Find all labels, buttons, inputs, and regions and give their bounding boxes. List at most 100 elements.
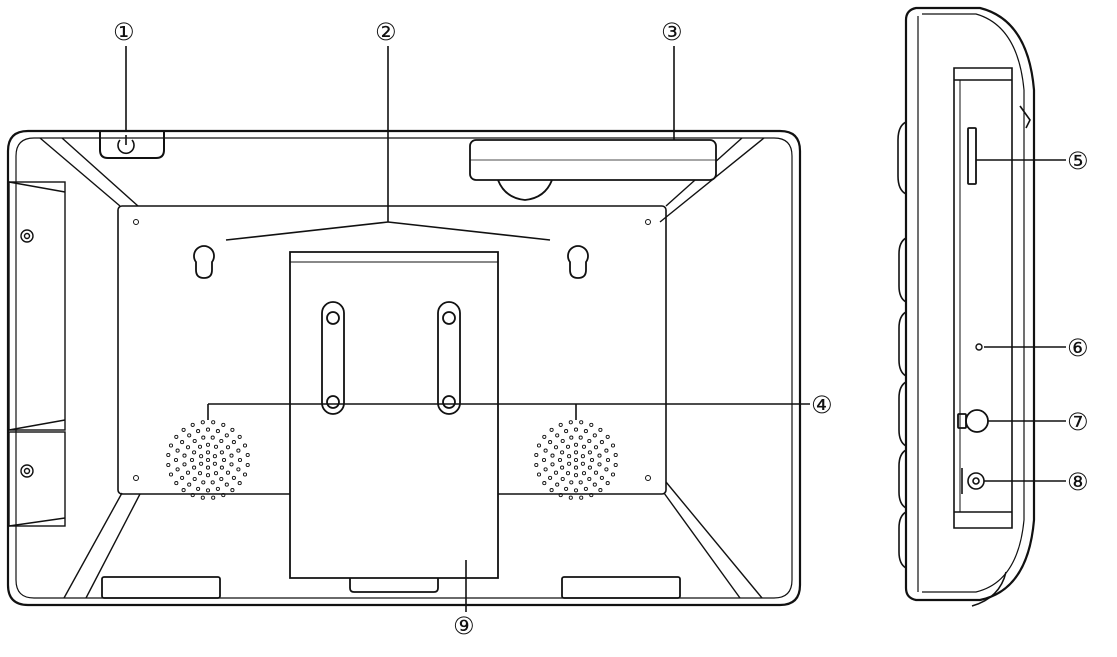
- grille-hole: [205, 488, 211, 493]
- grille-hole: [199, 461, 204, 466]
- grille-hole: [592, 433, 597, 438]
- callout-6: ⑥: [1067, 334, 1089, 362]
- grille-hole: [579, 420, 584, 425]
- grille-hole: [205, 450, 211, 455]
- grille-hole: [542, 481, 547, 486]
- grille-hole: [579, 495, 584, 500]
- grille-hole: [221, 493, 226, 498]
- grille-hole: [589, 422, 594, 427]
- grille-hole: [569, 480, 574, 485]
- side-outer-frame: [904, 6, 1036, 602]
- grille-hole: [230, 488, 235, 493]
- grille-hole: [589, 457, 595, 463]
- callout-4: ④: [811, 391, 833, 419]
- grille-hole: [558, 422, 563, 427]
- grille-hole: [605, 434, 610, 439]
- reset-hole-icon[interactable]: [975, 343, 983, 351]
- grille-hole: [560, 438, 565, 444]
- grille-hole: [231, 475, 236, 480]
- grille-hole: [166, 462, 171, 468]
- grille-hole: [549, 488, 554, 493]
- grille-hole: [192, 438, 197, 444]
- grille-hole: [593, 470, 599, 475]
- grille-hole: [174, 481, 179, 486]
- grille-hole: [587, 438, 592, 444]
- grille-hole: [550, 462, 555, 467]
- grille-hole: [568, 495, 573, 500]
- back-leaders: [125, 46, 810, 612]
- callout-9: ⑨: [453, 612, 475, 640]
- grille-hole: [219, 438, 224, 444]
- card-slot-icon[interactable]: [967, 127, 977, 185]
- usb-port-icon[interactable]: [957, 409, 989, 433]
- grille-hole: [181, 488, 186, 493]
- grille-hole: [560, 450, 565, 455]
- grille-hole: [610, 443, 616, 448]
- grille-hole: [182, 462, 187, 467]
- grille-hole: [549, 427, 554, 432]
- grille-hole: [168, 443, 174, 448]
- grille-hole: [200, 420, 205, 425]
- grille-hole: [578, 435, 583, 440]
- left-side-bumper: [8, 181, 66, 527]
- callout-2: ②: [375, 18, 397, 46]
- grille-hole: [534, 462, 539, 468]
- grille-hole: [580, 454, 585, 459]
- callout-5: ⑤: [1067, 147, 1089, 175]
- grille-hole: [201, 435, 206, 440]
- grille-hole: [565, 471, 571, 476]
- grille-hole: [558, 493, 563, 498]
- grille-hole: [201, 480, 206, 485]
- grille-hole: [187, 482, 192, 487]
- grille-hole: [182, 453, 187, 458]
- grille-hole: [215, 486, 220, 491]
- grille-hole: [573, 473, 579, 478]
- grille-hole: [237, 457, 243, 463]
- grille-hole: [205, 457, 211, 463]
- grille-hole: [557, 457, 563, 463]
- grille-hole: [548, 475, 553, 480]
- top-bracket: [469, 139, 717, 201]
- speaker-grille-icon: [166, 420, 618, 500]
- grille-hole: [567, 461, 572, 466]
- grille-hole: [219, 465, 224, 470]
- power-button[interactable]: [99, 131, 165, 159]
- grille-hole: [613, 462, 618, 468]
- grille-hole: [236, 448, 241, 453]
- grille-hole: [598, 427, 603, 432]
- stand: [289, 251, 499, 593]
- grille-hole: [242, 472, 248, 477]
- grille-hole: [210, 435, 215, 440]
- grille-hole: [242, 443, 248, 448]
- grille-hole: [224, 433, 229, 438]
- grille-hole: [231, 440, 236, 445]
- grille-hole: [613, 452, 618, 458]
- grille-hole: [210, 480, 215, 485]
- grille-hole: [555, 433, 560, 438]
- grille-hole: [166, 452, 171, 458]
- panel-screws: [133, 219, 651, 481]
- side-bumps: [897, 105, 1031, 607]
- grille-hole: [598, 488, 603, 493]
- grille-hole: [174, 434, 179, 439]
- grille-hole: [236, 467, 241, 472]
- grille-hole: [573, 465, 579, 470]
- callout-8: ⑧: [1067, 468, 1089, 496]
- grille-hole: [213, 444, 219, 449]
- grille-hole: [221, 422, 226, 427]
- grille-hole: [568, 420, 573, 425]
- grille-hole: [604, 467, 609, 472]
- grille-hole: [604, 448, 609, 453]
- grille-hole: [534, 452, 539, 458]
- grille-hole: [536, 472, 542, 477]
- grille-hole: [550, 453, 555, 458]
- grille-hole: [237, 481, 242, 486]
- grille-hole: [180, 440, 185, 445]
- grille-hole: [564, 429, 569, 434]
- grille-hole: [180, 475, 185, 480]
- callout-3: ③: [661, 18, 683, 46]
- grille-hole: [189, 457, 195, 463]
- dc-jack-icon[interactable]: [961, 468, 985, 494]
- back-view: [6, 46, 810, 612]
- back-inner-edge: [15, 137, 793, 599]
